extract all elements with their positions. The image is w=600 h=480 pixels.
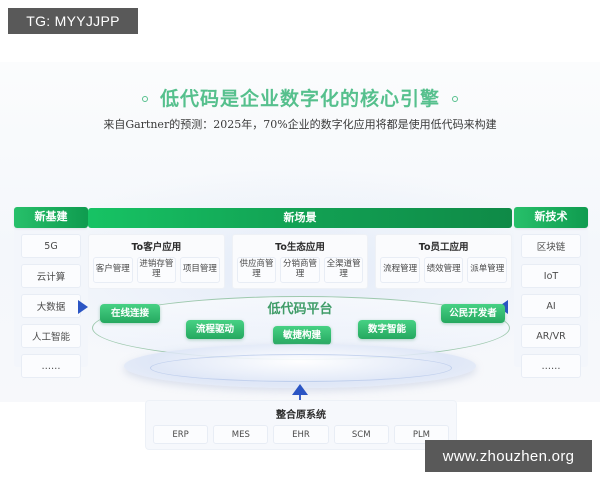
platform-capability-pill[interactable]: 在线连接 <box>100 304 160 323</box>
list-item[interactable]: 区块链 <box>521 234 581 258</box>
list-item[interactable]: …… <box>21 354 81 378</box>
platform-capability-pill[interactable]: 数字智能 <box>358 320 416 339</box>
title-dot-right-icon <box>452 95 459 102</box>
infographic-panel: 低代码是企业数字化的核心引擎 来自Gartner的预测：2025年，70%企业的… <box>0 62 600 450</box>
arrow-right-icon <box>78 300 88 314</box>
list-item[interactable]: 项目管理 <box>180 257 220 283</box>
title-dot-left-icon <box>141 95 148 102</box>
scenario-group-employee: To员工应用 流程管理 绩效管理 派单管理 <box>375 234 513 289</box>
list-item[interactable]: 绩效管理 <box>423 257 464 283</box>
list-item[interactable]: 派单管理 <box>467 257 508 283</box>
list-item[interactable]: ERP <box>153 425 209 444</box>
legacy-systems-title: 整合原系统 <box>276 410 326 421</box>
list-item[interactable]: 供应商管理 <box>236 257 277 283</box>
list-item[interactable]: 流程管理 <box>380 257 420 283</box>
list-item[interactable]: 云计算 <box>21 264 81 288</box>
column-new-infrastructure: 新基建 5G 云计算 大数据 人工智能 …… <box>14 207 88 378</box>
list-item[interactable]: SCM <box>333 425 389 444</box>
platform-capability-pill[interactable]: 流程驱动 <box>186 320 244 339</box>
column-new-technology: 新技术 区块链 IoT AI AR/VR …… <box>514 207 588 378</box>
platform-capability-pill[interactable]: 敏捷构建 <box>273 326 331 345</box>
list-item[interactable]: PLM <box>393 425 450 444</box>
scenarios-header: 新场景 <box>88 208 512 228</box>
list-item[interactable]: 5G <box>21 234 81 258</box>
right-column-items: 区块链 IoT AI AR/VR …… <box>514 228 588 378</box>
column-header-new-technology: 新技术 <box>514 207 588 228</box>
scenario-group-title: To生态应用 <box>275 242 325 253</box>
list-item[interactable]: AR/VR <box>521 324 581 348</box>
list-item[interactable]: 人工智能 <box>21 324 81 348</box>
left-column-items: 5G 云计算 大数据 人工智能 …… <box>14 228 88 378</box>
scenario-group-items: 流程管理 绩效管理 派单管理 <box>380 257 508 283</box>
scenario-group-ecosystem: To生态应用 供应商管理 分销商管理 全渠道管理 <box>231 234 369 289</box>
scenarios-block: 新场景 To客户应用 客户管理 进销存管理 项目管理 To生态应用 供应商管理 … <box>88 208 513 289</box>
column-header-new-infrastructure: 新基建 <box>14 207 88 228</box>
platform-label: 低代码平台 <box>267 302 333 317</box>
list-item[interactable]: 分销商管理 <box>280 257 320 283</box>
telegram-watermark: TG: MYYJJPP <box>8 8 138 34</box>
list-item[interactable]: 进销存管理 <box>136 257 177 283</box>
platform-capability-pill[interactable]: 公民开发者 <box>441 304 505 323</box>
scenario-groups: To客户应用 客户管理 进销存管理 项目管理 To生态应用 供应商管理 分销商管… <box>88 234 513 289</box>
list-item[interactable]: EHR <box>273 425 329 444</box>
scenario-group-title: To员工应用 <box>418 242 469 253</box>
page-subtitle: 来自Gartner的预测：2025年，70%企业的数字化应用将都是使用低代码来构… <box>103 118 497 131</box>
site-watermark: www.zhouzhen.org <box>425 440 592 472</box>
legacy-systems-items: ERP MES EHR SCM PLM <box>146 421 456 444</box>
scenario-group-items: 客户管理 进销存管理 项目管理 <box>93 257 220 283</box>
title-row: 低代码是企业数字化的核心引擎 <box>0 84 600 111</box>
scenario-group-items: 供应商管理 分销商管理 全渠道管理 <box>236 257 364 283</box>
list-item[interactable]: MES <box>213 425 269 444</box>
list-item[interactable]: …… <box>521 354 581 378</box>
arrow-up-icon <box>292 384 308 395</box>
arrow-stem <box>299 392 301 402</box>
list-item[interactable]: AI <box>521 294 581 318</box>
scenario-group-customer: To客户应用 客户管理 进销存管理 项目管理 <box>88 234 225 289</box>
list-item[interactable]: 大数据 <box>21 294 81 318</box>
list-item[interactable]: IoT <box>521 264 581 288</box>
platform-base-ring <box>150 354 452 382</box>
scenario-group-title: To客户应用 <box>131 242 182 253</box>
legacy-systems-block: 整合原系统 ERP MES EHR SCM PLM <box>145 400 457 450</box>
list-item[interactable]: 客户管理 <box>93 257 133 283</box>
page-title: 低代码是企业数字化的核心引擎 <box>159 88 440 110</box>
list-item[interactable]: 全渠道管理 <box>323 257 364 283</box>
